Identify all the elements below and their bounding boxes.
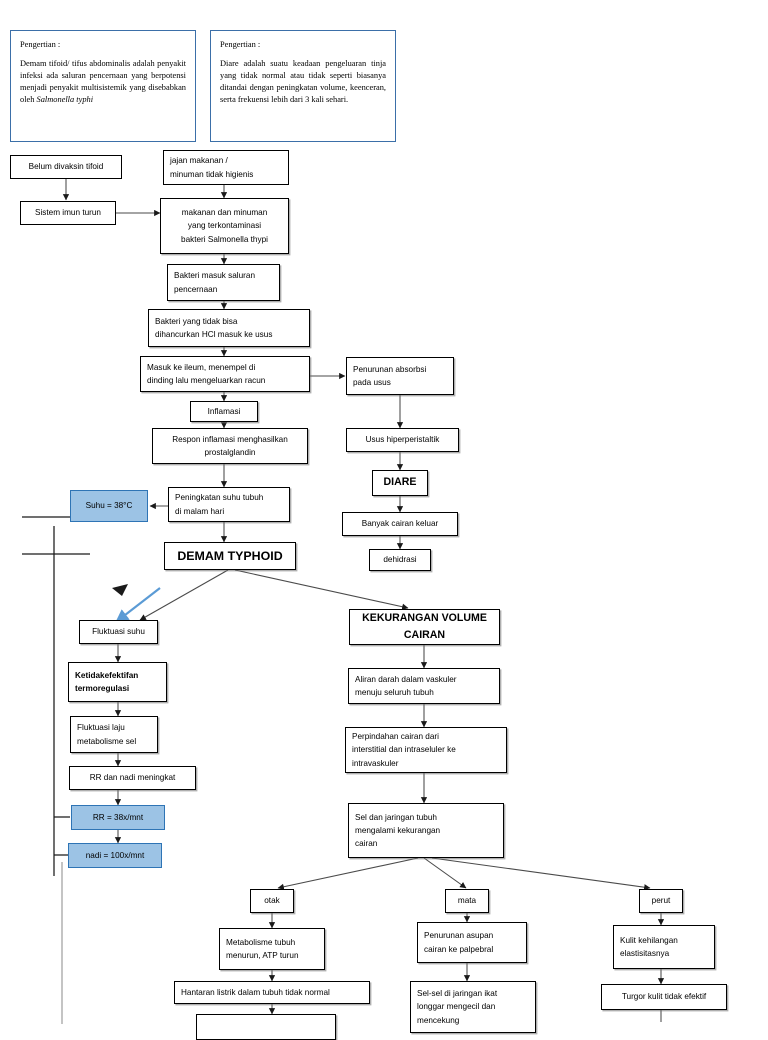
node-fluktuasi-suhu: Fluktuasi suhu [79,620,158,644]
node-rr-nadi-meningkat: RR dan nadi meningkat [69,766,196,790]
node-kekurangan-volume-cairan: KEKURANGAN VOLUME CAIRAN [349,609,500,645]
node-sel-jaringan-ikat: Sel-sel di jaringan ikat longgar mengeci… [410,981,536,1033]
node-otak: otak [250,889,294,913]
node-sistem-imun-turun: Sistem imun turun [20,201,116,225]
definition-heading: Pengertian : [220,40,261,49]
node-peningkatan-suhu-tubuh: Peningkatan suhu tubuh di malam hari [168,487,290,522]
node-respon-inflamasi: Respon inflamasi menghasilkan prostalgla… [152,428,308,464]
node-masuk-ileum: Masuk ke ileum, menempel di dinding lalu… [140,356,310,392]
node-turgor-kulit: Turgor kulit tidak efektif [601,984,727,1010]
node-text: jajan makanan / minuman tidak higienis [170,156,254,179]
definition-italic-term: Salmonella typhi [36,94,94,104]
definition-body: Demam tifoid/ tifus abdominalis adalah p… [20,58,186,104]
node-dehidrasi: dehidrasi [369,549,431,571]
node-ketidakefektifan-termoregulasi: Ketidakefektifan termoregulasi [68,662,167,702]
definition-body: Diare adalah suatu keadaan pengeluaran t… [220,58,386,104]
node-perpindahan-cairan: Perpindahan cairan dari interstitial dan… [345,727,507,773]
node-mata: mata [445,889,489,913]
node-hantaran-listrik: Hantaran listrik dalam tubuh tidak norma… [174,981,370,1004]
node-perut: perut [639,889,683,913]
node-nadi-value: nadi = 100x/mnt [68,843,162,868]
node-metabolisme-turun: Metabolisme tubuh menurun, ATP turun [219,928,325,970]
node-banyak-cairan-keluar: Banyak cairan keluar [342,512,458,536]
node-diare: DIARE [372,470,428,496]
node-bakteri-tidak-dihancurkan: Bakteri yang tidak bisa dihancurkan HCl … [148,309,310,347]
node-belum-divaksin: Belum divaksin tifoid [10,155,122,179]
definition-heading: Pengertian : [20,40,61,49]
node-jajan-makanan: jajan makanan / minuman tidak higienis [163,150,289,185]
node-penurunan-absorbsi: Penurunan absorbsi pada usus [346,357,454,395]
node-suhu-value: Suhu = 38°C [70,490,148,522]
node-bakteri-masuk-saluran: Bakteri masuk saluran pencernaan [167,264,280,301]
definition-box-diare: Pengertian : Diare adalah suatu keadaan … [210,30,396,142]
node-usus-hiperperistaltik: Usus hiperperistaltik [346,428,459,452]
node-bottom-clipped [196,1014,336,1040]
node-penurunan-asupan-palpebral: Penurunan asupan cairan ke palpebral [417,922,527,963]
node-aliran-darah-vaskuler: Aliran darah dalam vaskuler menuju selur… [348,668,500,704]
node-demam-typhoid: DEMAM TYPHOID [164,542,296,570]
node-inflamasi: Inflamasi [190,401,258,422]
node-sel-jaringan-kekurangan: Sel dan jaringan tubuh mengalami kekuran… [348,803,504,858]
node-fluktuasi-laju-metabolisme: Fluktuasi laju metabolisme sel [70,716,158,753]
node-rr-value: RR = 38x/mnt [71,805,165,830]
node-makanan-terkontaminasi: makanan dan minuman yang terkontaminasi … [160,198,289,254]
node-kulit-kehilangan-elastisitas: Kulit kehilangan elastisitasnya [613,925,715,969]
definition-box-typhoid: Pengertian : Demam tifoid/ tifus abdomin… [10,30,196,142]
